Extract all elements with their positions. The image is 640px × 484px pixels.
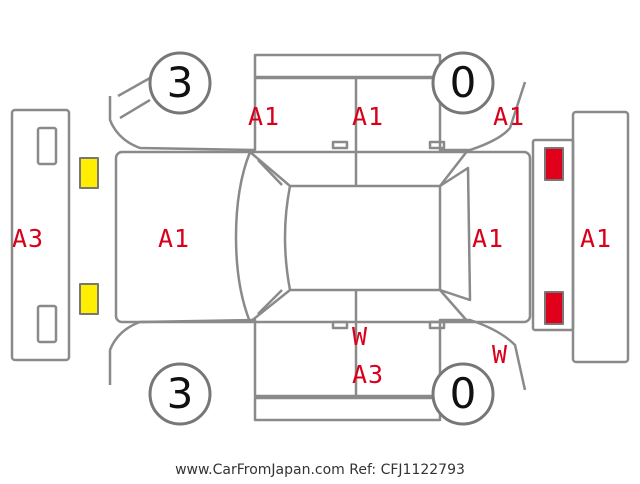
mark-roof-right: A1 bbox=[493, 102, 526, 131]
mark-lower-w1: W bbox=[352, 322, 369, 351]
tyre-circles bbox=[148, 51, 495, 426]
mark-trunk: A1 bbox=[472, 224, 505, 253]
mark-rear-bumper: A1 bbox=[580, 224, 613, 253]
rear-lamp-panel bbox=[531, 138, 575, 332]
tyre-rear-left-value: 3 bbox=[166, 369, 194, 418]
front-lamp-bottom bbox=[79, 283, 99, 315]
mark-roof-left: A1 bbox=[248, 102, 281, 131]
front-lamp-top bbox=[79, 157, 99, 189]
tyre-rear-right-value: 0 bbox=[449, 369, 477, 418]
tyre-front-left-value: 3 bbox=[166, 58, 194, 107]
footer-reference: www.CarFromJapan.com Ref: CFJ1122793 bbox=[175, 462, 465, 478]
mark-front-bumper: A3 bbox=[12, 224, 45, 253]
front-bumper-outline bbox=[10, 108, 71, 362]
mark-hood: A1 bbox=[158, 224, 191, 253]
mark-roof-mid: A1 bbox=[352, 102, 385, 131]
tyre-front-right-value: 0 bbox=[449, 58, 477, 107]
mark-lower-w2: W bbox=[492, 340, 509, 369]
top-view-body bbox=[114, 149, 532, 324]
mark-lower-a3: A3 bbox=[352, 360, 385, 389]
